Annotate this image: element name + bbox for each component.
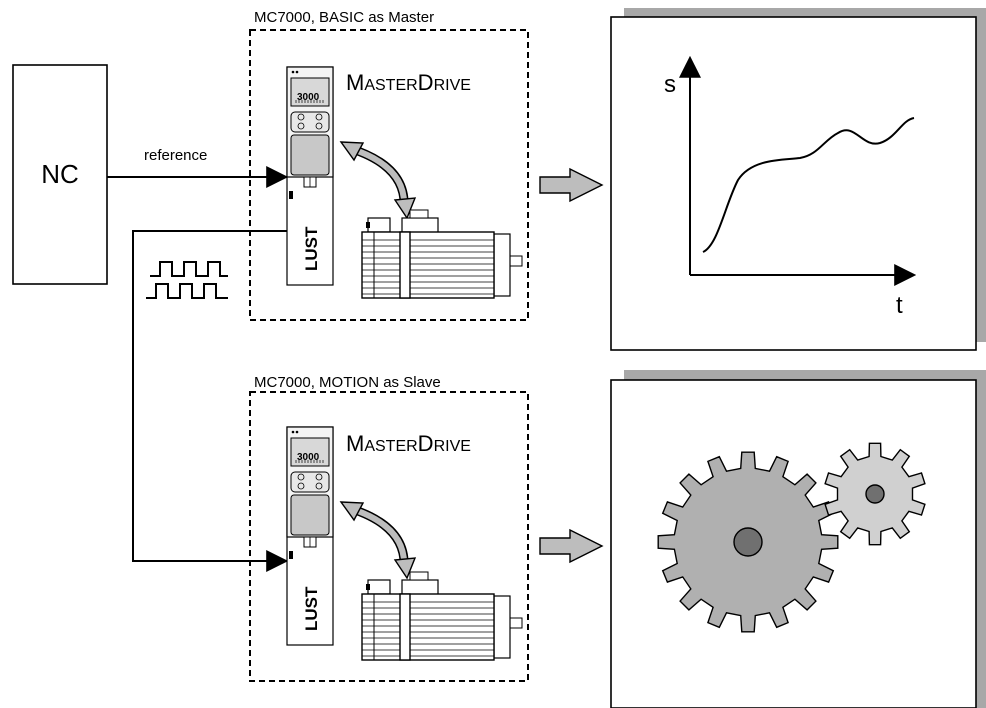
slave-brand: MASTERDRIVE bbox=[346, 431, 471, 456]
slave-double-arrow-icon bbox=[341, 502, 415, 578]
nc-box bbox=[12, 64, 108, 285]
motion-profile-curve bbox=[702, 117, 915, 253]
master-drive-frame bbox=[249, 29, 529, 321]
slave-motor-icon bbox=[361, 571, 523, 661]
slave-drive-frame bbox=[249, 391, 529, 682]
slave-logo: LUST bbox=[302, 586, 321, 631]
arrow-right-icon-2 bbox=[539, 529, 603, 563]
graph-y-label: s bbox=[664, 71, 676, 98]
master-double-arrow-icon bbox=[341, 142, 415, 218]
slave-drive-unit: 3000 LUST bbox=[286, 426, 334, 646]
gear-large-hub bbox=[733, 527, 763, 557]
master-motor-icon bbox=[361, 209, 523, 299]
slave-display-value: 3000 bbox=[297, 452, 320, 463]
master-caption: MC7000, BASIC as Master bbox=[254, 9, 434, 26]
encoder-link-arrow bbox=[132, 230, 289, 572]
arrow-right-icon bbox=[539, 168, 603, 202]
graph-x-label: t bbox=[896, 292, 903, 319]
gear-small-hub bbox=[865, 484, 885, 504]
nc-label: NC bbox=[41, 159, 79, 189]
master-logo: LUST bbox=[302, 226, 321, 271]
graph-panel bbox=[610, 16, 977, 351]
master-display-value: 3000 bbox=[297, 92, 320, 103]
encoder-pulse-icon bbox=[146, 261, 228, 299]
master-drive-unit: 3000 LUST bbox=[286, 66, 334, 286]
slave-caption: MC7000, MOTION as Slave bbox=[254, 374, 441, 391]
reference-label: reference bbox=[144, 147, 207, 164]
master-brand: MASTERDRIVE bbox=[346, 70, 471, 95]
